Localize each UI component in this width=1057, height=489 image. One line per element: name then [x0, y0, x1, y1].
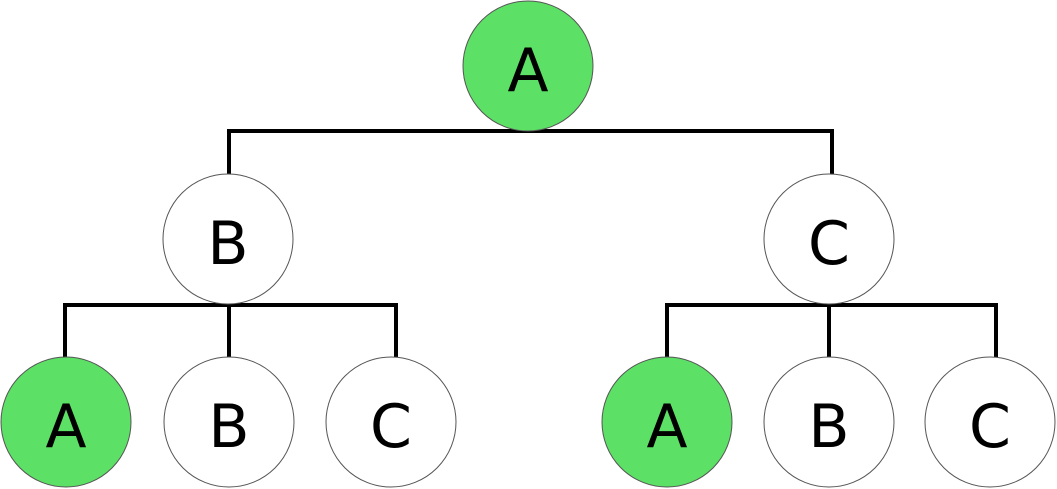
node-label: B	[207, 209, 248, 279]
node-label: C	[969, 392, 1011, 462]
tree-node-level1-left: B	[162, 173, 294, 305]
edge-root-to-level1	[227, 129, 834, 175]
node-label: A	[646, 392, 687, 462]
node-circle	[325, 356, 457, 488]
node-label: C	[370, 392, 412, 462]
node-circle	[162, 173, 294, 305]
node-circle	[763, 356, 895, 488]
node-label: C	[808, 209, 850, 279]
node-circle	[462, 0, 594, 132]
tree-node-right-child-3: C	[924, 356, 1056, 488]
tree-node-right-child-2: B	[763, 356, 895, 488]
tree-node-root: A	[462, 0, 594, 132]
node-label: B	[808, 392, 849, 462]
node-circle	[0, 356, 132, 488]
tree-node-left-child-3: C	[325, 356, 457, 488]
node-label: A	[507, 36, 548, 106]
node-label: A	[45, 392, 86, 462]
node-circle	[924, 356, 1056, 488]
node-circle	[601, 356, 733, 488]
tree-node-right-child-1: A	[601, 356, 733, 488]
edge-right-subtree	[665, 303, 998, 358]
tree-node-level1-right: C	[763, 173, 895, 305]
tree-node-left-child-2: B	[163, 356, 295, 488]
node-label: B	[208, 392, 249, 462]
node-circle	[163, 356, 295, 488]
tree-node-left-child-1: A	[0, 356, 132, 488]
node-circle	[763, 173, 895, 305]
